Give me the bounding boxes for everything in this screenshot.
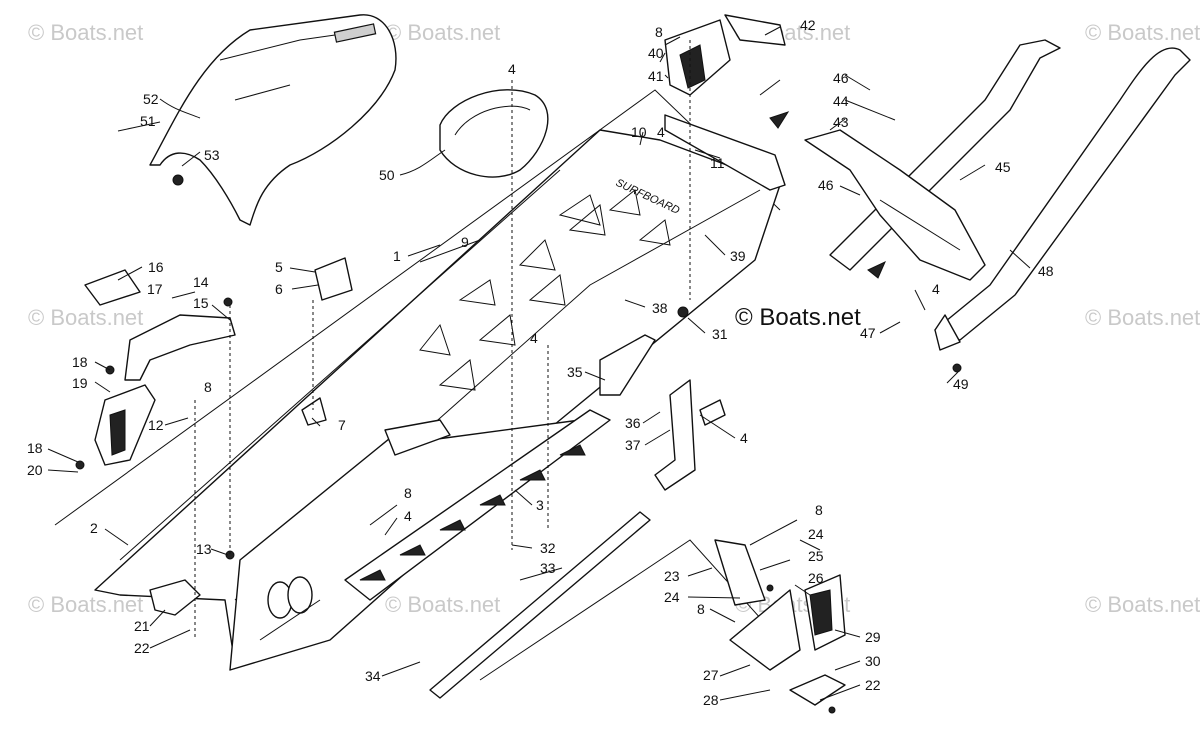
callout-label: 32 — [540, 540, 556, 556]
callout-label: 13 — [196, 541, 212, 557]
callout-label: 27 — [703, 667, 719, 683]
watermark: © Boats.net — [28, 20, 143, 45]
callout-label: 8 — [655, 24, 663, 40]
callout-label: 8 — [204, 379, 212, 395]
callout-label: 10 — [631, 124, 647, 140]
callout-label: 6 — [275, 281, 283, 297]
callout-label: 36 — [625, 415, 641, 431]
callout-label: 53 — [204, 147, 220, 163]
callout-label: 34 — [365, 668, 381, 684]
callout-label: 37 — [625, 437, 641, 453]
callout-label: 4 — [740, 430, 748, 446]
callout-label: 18 — [27, 440, 43, 456]
arrow-markers — [769, 111, 886, 279]
callout-label: 51 — [140, 113, 156, 129]
callout-label: 42 — [800, 17, 816, 33]
callout-label: 39 — [730, 248, 746, 264]
callout-label: 4 — [932, 281, 940, 297]
watermark: © Boats.net — [1085, 305, 1200, 330]
seat-pad — [439, 89, 549, 178]
watermark: © Boats.net — [385, 592, 500, 617]
rear-flap — [804, 129, 986, 281]
footrest-parts — [84, 269, 236, 466]
leader-lines — [47, 26, 1031, 701]
callout-label: 16 — [148, 259, 164, 275]
callout-label: 4 — [508, 61, 516, 77]
brand-label: © Boats.net — [735, 304, 861, 331]
callout-label: 47 — [860, 325, 876, 341]
callout-label: 4 — [404, 508, 412, 524]
callout-label: 7 — [338, 417, 346, 433]
callout-label: 46 — [833, 70, 849, 86]
hardware — [75, 174, 962, 714]
callout-label: 25 — [808, 548, 824, 564]
callout-label: 15 — [193, 295, 209, 311]
callout-label: 8 — [815, 502, 823, 518]
callout-label: 17 — [147, 281, 163, 297]
callout-label: 1 — [393, 248, 401, 264]
callout-label: 43 — [833, 114, 849, 130]
callout-label: 44 — [833, 93, 849, 109]
callout-label: 20 — [27, 462, 43, 478]
assembly-lines — [194, 40, 691, 640]
callout-label: 24 — [808, 526, 824, 542]
callout-label: 46 — [818, 177, 834, 193]
callout-label: 30 — [865, 653, 881, 669]
callout-label: 40 — [648, 45, 664, 61]
callout-label: 38 — [652, 300, 668, 316]
callout-label: 52 — [143, 91, 159, 107]
callout-label: 45 — [995, 159, 1011, 175]
callout-label: 41 — [648, 68, 664, 84]
callout-label: 22 — [134, 640, 150, 656]
callout-label: 24 — [664, 589, 680, 605]
callout-label: 8 — [404, 485, 412, 501]
callout-label: 21 — [134, 618, 150, 634]
callout-label: 3 — [536, 497, 544, 513]
watermarks: © Boats.net © Boats.net © Boats.net © Bo… — [28, 20, 1200, 617]
callout-label: 9 — [461, 234, 469, 250]
watermark: © Boats.net — [28, 592, 143, 617]
callout-labels: 52 51 53 50 4 8 40 41 42 10 4 11 46 44 4… — [27, 17, 1054, 708]
callout-label: 26 — [808, 570, 824, 586]
watermark: © Boats.net — [28, 305, 143, 330]
callout-label: 2 — [90, 520, 98, 536]
top-brackets — [664, 14, 786, 191]
callout-label: 18 — [72, 354, 88, 370]
rear-handle — [599, 334, 726, 491]
callout-label: 23 — [664, 568, 680, 584]
callout-label: 22 — [865, 677, 881, 693]
callout-label: 49 — [953, 376, 969, 392]
lower-right-parts — [714, 539, 846, 706]
seat — [149, 14, 397, 226]
watermark: © Boats.net — [385, 20, 500, 45]
small-brackets — [149, 257, 451, 616]
running-board — [344, 409, 611, 601]
callout-label: 14 — [193, 274, 209, 290]
watermark: © Boats.net — [1085, 592, 1200, 617]
callout-label: 12 — [148, 417, 164, 433]
callout-label: 35 — [567, 364, 583, 380]
callout-label: 28 — [703, 692, 719, 708]
watermark: © Boats.net — [1085, 20, 1200, 45]
bumper-bar — [429, 511, 651, 699]
callout-label: 8 — [697, 601, 705, 617]
callout-label: 4 — [530, 330, 538, 346]
callout-label: 11 — [710, 155, 725, 171]
callout-label: 29 — [865, 629, 881, 645]
callout-label: 5 — [275, 259, 283, 275]
callout-label: 48 — [1038, 263, 1054, 279]
callout-label: 33 — [540, 560, 556, 576]
callout-label: 19 — [72, 375, 88, 391]
callout-label: 31 — [712, 326, 728, 342]
callout-label: 4 — [657, 124, 665, 140]
tunnel-cutouts — [419, 189, 671, 391]
callout-label: 50 — [379, 167, 395, 183]
